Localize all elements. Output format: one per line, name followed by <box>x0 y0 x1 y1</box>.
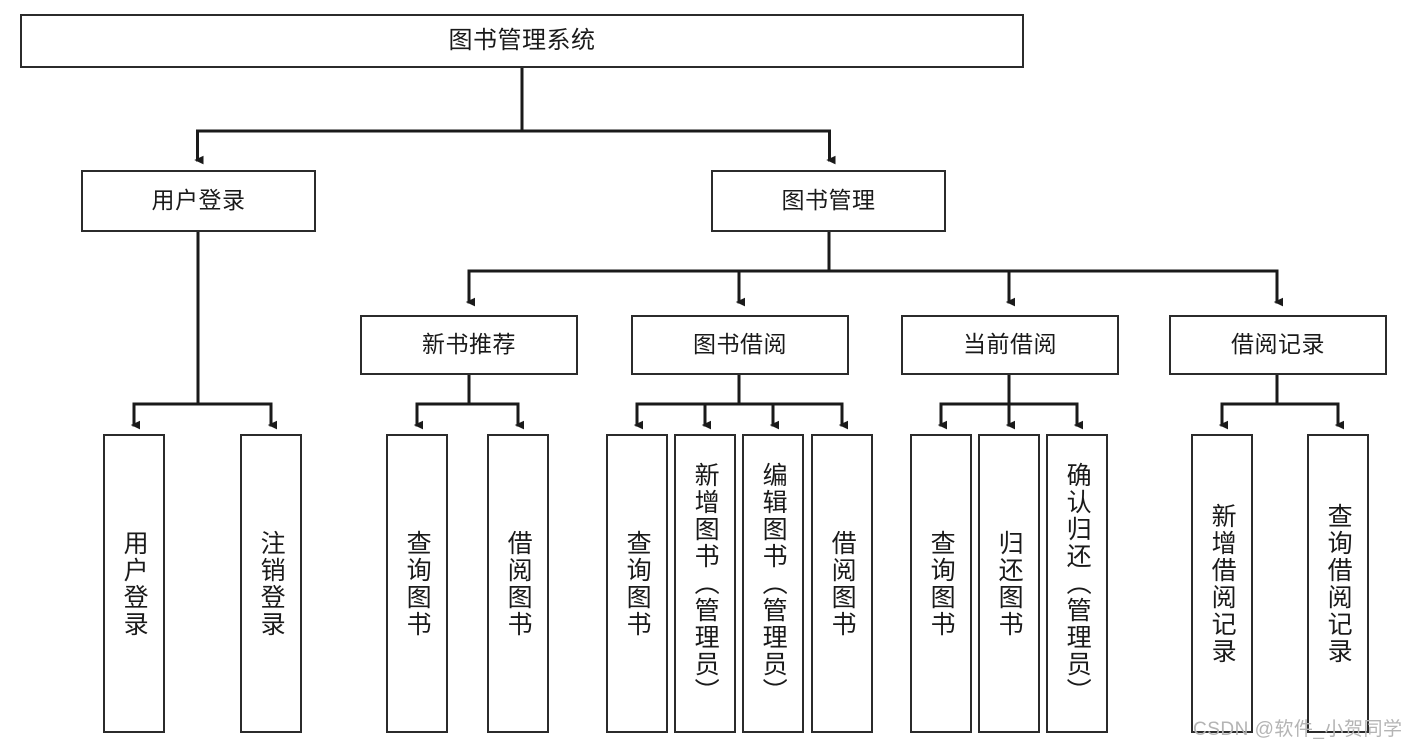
node-label: 新增借阅记录 <box>1208 502 1237 665</box>
node-label: 图书管理系统 <box>448 26 596 54</box>
node-root-book-management-system[interactable]: 图书管理系统 <box>20 14 1024 68</box>
leaf-query-book-1[interactable]: 查询图书 <box>386 434 448 733</box>
leaf-edit-book-admin[interactable]: 编辑图书（管理员） <box>742 434 804 733</box>
node-label: 查询借阅记录 <box>1324 502 1353 665</box>
node-book-borrow[interactable]: 图书借阅 <box>631 315 849 375</box>
leaf-add-borrow-record[interactable]: 新增借阅记录 <box>1191 434 1253 733</box>
edges-currentborrow-to-leaves <box>937 373 1084 430</box>
node-label: 查询图书 <box>403 529 432 638</box>
node-label: 编辑图书（管理员） <box>759 462 788 705</box>
leaf-logout-login[interactable]: 注销登录 <box>240 434 302 733</box>
leaf-borrow-book-2[interactable]: 借阅图书 <box>811 434 873 733</box>
edges-bookmanage-to-level3 <box>465 230 1284 307</box>
node-book-manage[interactable]: 图书管理 <box>711 170 946 232</box>
node-user-login[interactable]: 用户登录 <box>81 170 316 232</box>
csdn-watermark: CSDN @软件_小贺同学 <box>1193 719 1403 740</box>
node-label: 图书管理 <box>781 187 876 214</box>
node-new-book-recommend[interactable]: 新书推荐 <box>360 315 578 375</box>
node-borrow-record[interactable]: 借阅记录 <box>1169 315 1387 375</box>
node-label: 图书借阅 <box>693 331 787 358</box>
edges-userlogin-to-leaves <box>130 230 278 430</box>
node-label: 新书推荐 <box>422 331 516 358</box>
node-label: 确认归还（管理员） <box>1063 462 1092 705</box>
leaf-query-borrow-record[interactable]: 查询借阅记录 <box>1307 434 1369 733</box>
leaf-borrow-book-1[interactable]: 借阅图书 <box>487 434 549 733</box>
node-label: 查询图书 <box>623 529 652 638</box>
edges-bookborrow-to-leaves <box>633 373 849 430</box>
node-label: 注销登录 <box>257 529 286 638</box>
leaf-confirm-return-admin[interactable]: 确认归还（管理员） <box>1046 434 1108 733</box>
node-label: 归还图书 <box>995 529 1024 638</box>
node-label: 借阅图书 <box>828 529 857 638</box>
node-label: 用户登录 <box>151 187 246 214</box>
node-label: 当前借阅 <box>963 331 1057 358</box>
edges-newbook-to-leaves <box>413 373 525 430</box>
node-label: 用户登录 <box>120 529 149 638</box>
edges-root-to-level2 <box>194 66 836 165</box>
leaf-query-book-2[interactable]: 查询图书 <box>606 434 668 733</box>
node-label: 查询图书 <box>927 529 956 638</box>
leaf-query-book-3[interactable]: 查询图书 <box>910 434 972 733</box>
node-label: 借阅图书 <box>504 529 533 638</box>
leaf-return-book[interactable]: 归还图书 <box>978 434 1040 733</box>
edges-borrowrecord-to-leaves <box>1218 373 1345 430</box>
node-current-borrow[interactable]: 当前借阅 <box>901 315 1119 375</box>
leaf-user-login[interactable]: 用户登录 <box>103 434 165 733</box>
leaf-add-book-admin[interactable]: 新增图书（管理员） <box>674 434 736 733</box>
node-label: 新增图书（管理员） <box>691 462 720 705</box>
node-label: 借阅记录 <box>1231 331 1325 358</box>
